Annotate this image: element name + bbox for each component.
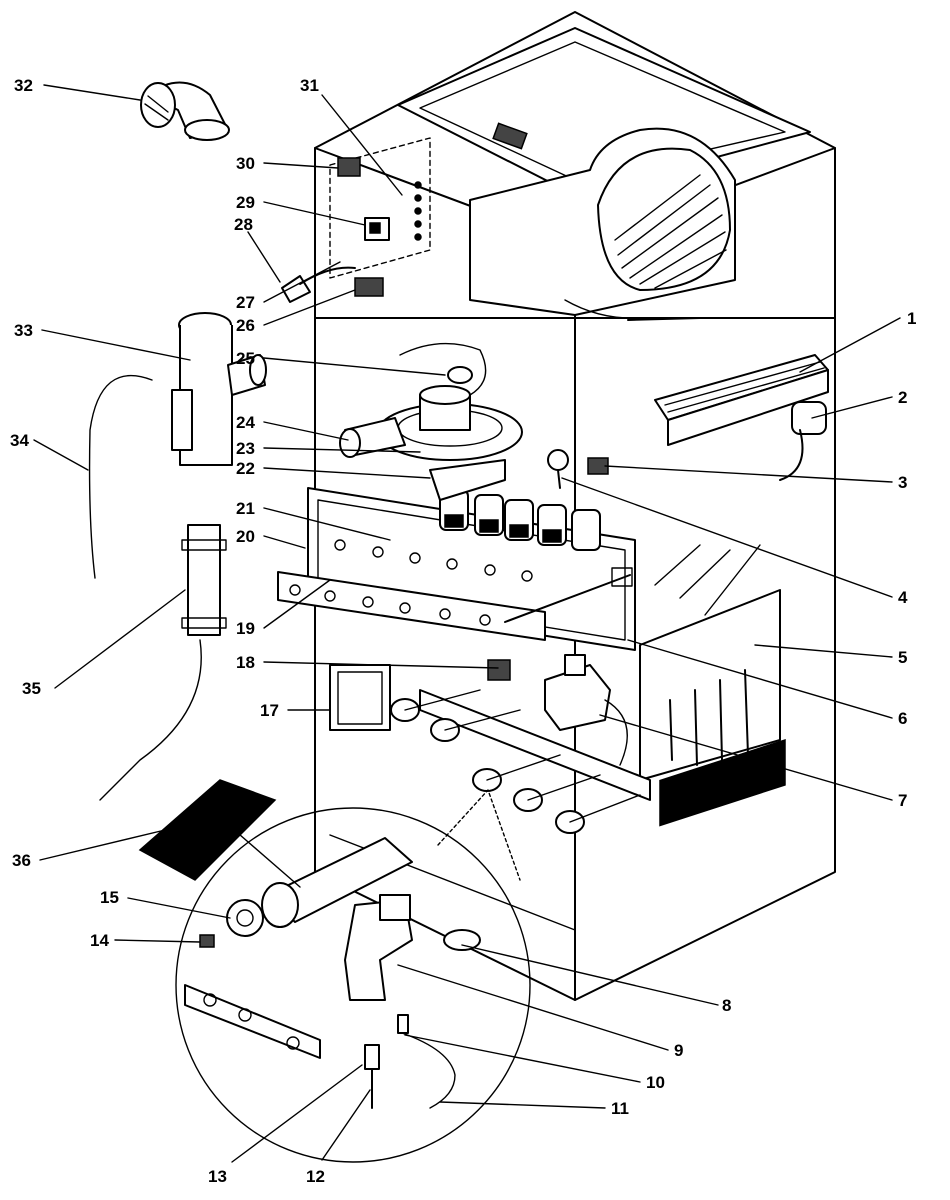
callout-34: 34	[10, 431, 29, 450]
callout-3: 3	[898, 473, 907, 492]
callout-1: 1	[907, 309, 916, 328]
callout-20: 20	[236, 527, 255, 546]
callout-13: 13	[208, 1167, 227, 1186]
callout-10: 10	[646, 1073, 665, 1092]
heat-exchanger-front	[277, 487, 636, 651]
callout-2: 2	[898, 388, 907, 407]
callout-26: 26	[236, 316, 255, 335]
callout-28: 28	[234, 215, 253, 234]
callout-16: 16	[220, 807, 239, 826]
callout-30: 30	[236, 154, 255, 173]
blower-assembly	[397, 27, 811, 321]
callout-17: 17	[260, 701, 279, 720]
callout-31: 31	[300, 76, 319, 95]
callout-33: 33	[14, 321, 33, 340]
callout-32: 32	[14, 76, 33, 95]
callout-5: 5	[898, 648, 907, 667]
callout-18: 18	[236, 653, 255, 672]
callout-22: 22	[236, 459, 255, 478]
callout-labels: 1 2 3 4 5 6 7 8 9 10 11 12 13 14 15 16 1…	[10, 76, 916, 1186]
callout-14: 14	[90, 931, 109, 950]
callout-19: 19	[236, 619, 255, 638]
callout-24: 24	[236, 413, 255, 432]
leader-lines	[33, 84, 901, 1163]
callout-15: 15	[100, 888, 119, 907]
detail-magnifier	[175, 789, 531, 1163]
callout-27: 27	[236, 293, 255, 312]
callout-23: 23	[236, 439, 255, 458]
callout-36: 36	[12, 851, 31, 870]
callout-11: 11	[611, 1099, 629, 1118]
callout-4: 4	[898, 588, 908, 607]
left-loose-parts	[88, 81, 277, 881]
callout-35: 35	[22, 679, 41, 698]
callout-21: 21	[236, 499, 255, 518]
inducer-assembly	[339, 342, 523, 501]
right-side-components	[547, 354, 829, 827]
callout-25: 25	[236, 349, 255, 368]
callout-8: 8	[722, 996, 731, 1015]
callout-29: 29	[236, 193, 255, 212]
burner-section	[329, 654, 651, 834]
callout-12: 12	[306, 1167, 325, 1186]
callout-7: 7	[898, 791, 907, 810]
control-box	[281, 137, 431, 303]
callout-6: 6	[898, 709, 907, 728]
callout-9: 9	[674, 1041, 683, 1060]
